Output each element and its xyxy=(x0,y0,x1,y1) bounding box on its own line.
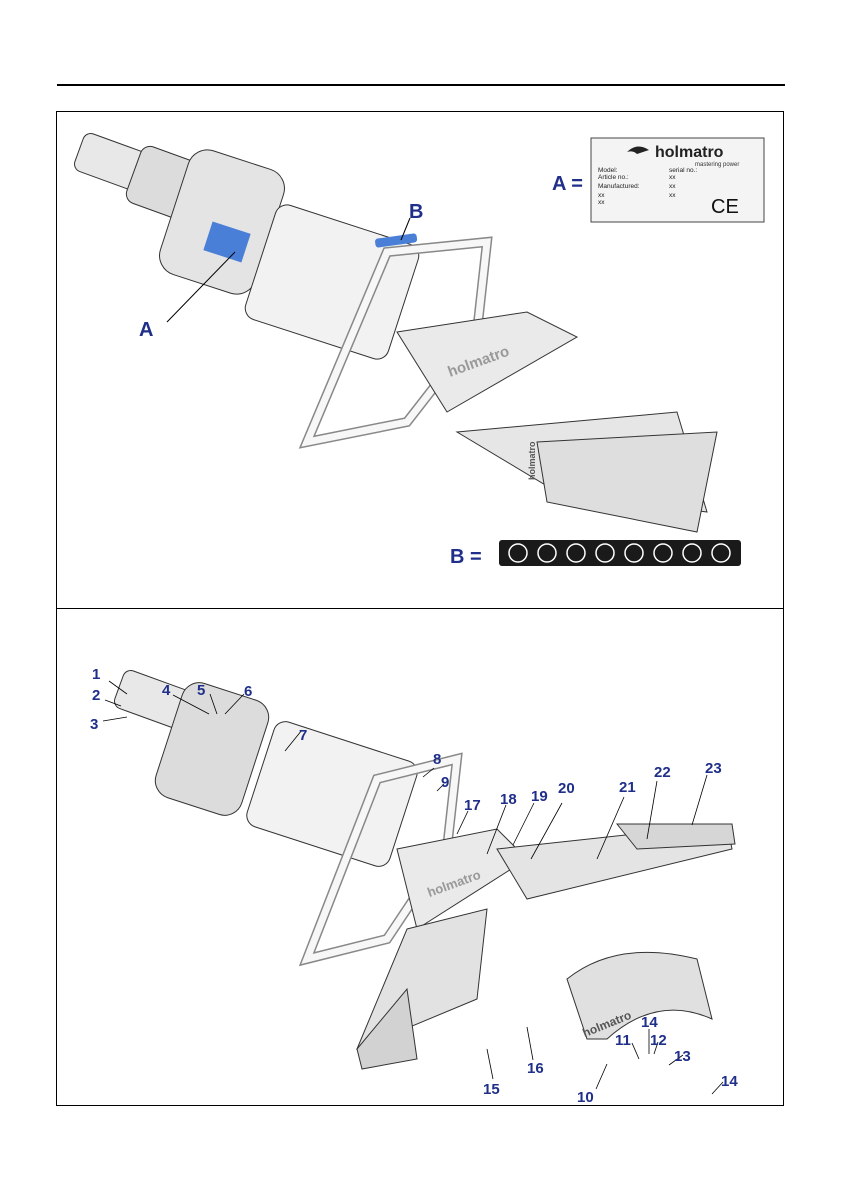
callout-19: 19 xyxy=(531,788,548,805)
header-rule xyxy=(57,84,785,86)
type-plate: holmatro mastering power Model: serial n… xyxy=(591,138,764,222)
plate-row3-left: Manufactured: xyxy=(598,183,640,190)
callout-17: 17 xyxy=(464,797,481,814)
figure-frame: holmatro holmatro A B A = B = holmatro m… xyxy=(56,111,784,1106)
callout-18: 18 xyxy=(500,791,517,808)
ce-mark: CE xyxy=(711,196,739,218)
callout-20: 20 xyxy=(558,780,575,797)
tool-illustration-bottom: holmatro holmatro xyxy=(57,609,783,1105)
plate-row5-left: xx xyxy=(598,199,605,206)
tool-illustration-top: holmatro holmatro A B A = B = holmatro m… xyxy=(57,112,783,608)
callout-23: 23 xyxy=(705,760,722,777)
tool-brand-jaw: holmatro xyxy=(527,441,537,480)
callout-3: 3 xyxy=(90,716,98,733)
plate-row4-left: xx xyxy=(598,192,605,199)
callout-15: 15 xyxy=(483,1081,500,1098)
callout-22: 22 xyxy=(654,764,671,781)
plate-row1-left: Model: xyxy=(598,167,618,174)
callout-11: 11 xyxy=(615,1032,631,1049)
label-b: B xyxy=(409,201,423,223)
callout-1: 1 xyxy=(92,666,100,683)
plate-row2-left: Article no.: xyxy=(598,174,629,181)
callout-10: 10 xyxy=(577,1089,594,1106)
callout-14a: 14 xyxy=(641,1014,658,1031)
callout-5: 5 xyxy=(197,682,205,699)
plate-row1-right: serial no.: xyxy=(669,167,697,174)
callout-21: 21 xyxy=(619,779,636,796)
callout-7: 7 xyxy=(299,727,307,744)
plate-row2-right: xx xyxy=(669,174,676,181)
warning-icon-strip xyxy=(499,540,741,566)
callout-6: 6 xyxy=(244,683,252,700)
callout-8: 8 xyxy=(433,751,441,768)
callout-9: 9 xyxy=(441,774,449,791)
label-a-eq: A = xyxy=(552,173,583,195)
callout-4: 4 xyxy=(162,682,171,699)
label-b-eq: B = xyxy=(450,546,482,568)
plate-row4-right: xx xyxy=(669,192,676,199)
plate-tagline: mastering power xyxy=(695,162,739,168)
callout-12: 12 xyxy=(650,1032,667,1049)
callout-13: 13 xyxy=(674,1048,691,1065)
plate-row3-right: xx xyxy=(669,183,676,190)
bottom-panel: holmatro holmatro xyxy=(57,609,783,1105)
label-a: A xyxy=(139,319,153,341)
plate-brand: holmatro xyxy=(655,144,724,161)
callout-14b: 14 xyxy=(721,1073,738,1090)
top-panel: holmatro holmatro A B A = B = holmatro m… xyxy=(57,112,783,608)
callout-2: 2 xyxy=(92,687,100,704)
callout-16: 16 xyxy=(527,1060,544,1077)
